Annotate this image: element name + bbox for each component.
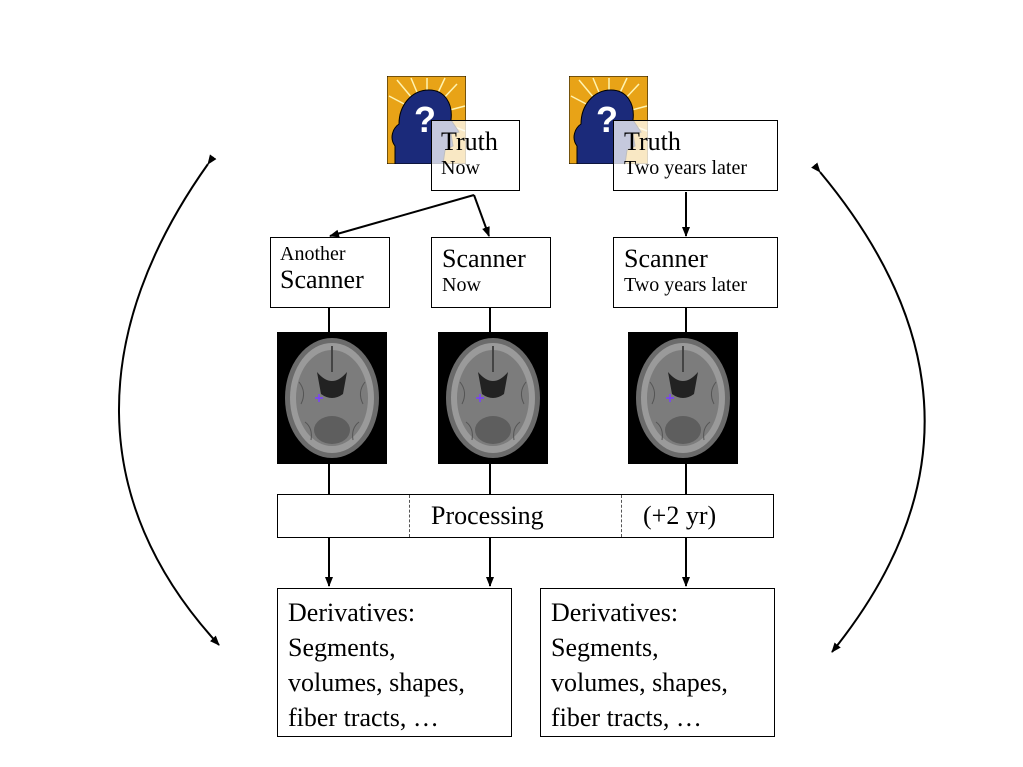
another-scanner-box: Another Scanner <box>270 237 390 308</box>
arrow-truth-now-to-another-scanner <box>329 194 475 238</box>
scanner-now-box: Scanner Now <box>431 237 551 308</box>
truth-now-title: Truth <box>441 127 498 156</box>
processing-plus-label: (+2 yr) <box>643 501 717 530</box>
truth-later-box: Truth Two years later <box>613 120 778 191</box>
derivatives-left-line: Derivatives: <box>288 598 416 627</box>
scanner-later-box: Scanner Two years later <box>613 237 778 308</box>
derivatives-right-box: Derivatives: Segments, volumes, shapes, … <box>540 588 775 737</box>
another-scanner-line2: Scanner <box>280 265 364 294</box>
derivatives-right-line: volumes, shapes, <box>551 668 728 697</box>
brain-mri-icon <box>628 332 738 464</box>
derivatives-left-line: fiber tracts, … <box>288 703 439 732</box>
processing-bar: Processing (+2 yr) <box>277 494 774 538</box>
curved-double-arrow-right <box>811 162 926 653</box>
processing-divider-right <box>621 495 622 537</box>
derivatives-left-box: Derivatives: Segments, volumes, shapes, … <box>277 588 512 737</box>
processing-label: Processing <box>431 501 544 530</box>
scanner-later-subtitle: Two years later <box>624 274 747 296</box>
truth-later-subtitle: Two years later <box>624 157 747 179</box>
svg-text:?: ? <box>596 99 618 140</box>
derivatives-left-line: Segments, <box>288 633 396 662</box>
derivatives-right-line: Derivatives: <box>551 598 679 627</box>
svg-text:?: ? <box>414 99 436 140</box>
derivatives-left-line: volumes, shapes, <box>288 668 465 697</box>
truth-now-subtitle: Now <box>441 157 480 179</box>
curved-double-arrow-left <box>118 154 220 646</box>
processing-divider-left <box>409 495 410 537</box>
arrow-truth-now-to-scanner-now <box>473 194 490 237</box>
brain-mri-icon <box>438 332 548 464</box>
derivatives-right-line: fiber tracts, … <box>551 703 702 732</box>
truth-now-box: Truth Now <box>431 120 520 191</box>
truth-later-title: Truth <box>624 127 681 156</box>
scanner-now-title: Scanner <box>442 244 526 273</box>
derivatives-right-line: Segments, <box>551 633 659 662</box>
scanner-later-title: Scanner <box>624 244 708 273</box>
another-scanner-line1: Another <box>280 243 346 265</box>
scanner-now-subtitle: Now <box>442 274 481 296</box>
brain-mri-icon <box>277 332 387 464</box>
